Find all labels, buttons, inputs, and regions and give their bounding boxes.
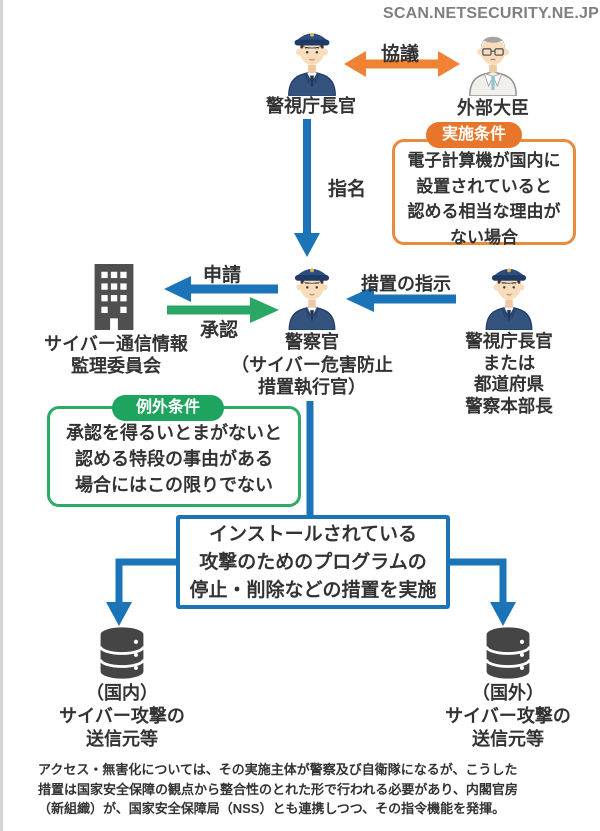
building-icon: [90, 264, 138, 330]
minister-label: 外部大臣: [457, 97, 529, 119]
police-officer-text: 措置執行官）: [257, 377, 366, 397]
police-officer-icon: [281, 22, 343, 96]
condition-box: 電子計算機が国内に 設置されていると 認める相当な理由が ない場合: [392, 139, 576, 247]
instruct-arrow: [346, 286, 456, 312]
exception-line: 承認を得るいとまがないと: [66, 423, 282, 443]
condition-line: ない場合: [450, 227, 518, 247]
prefectural-chief-text: 都道府県: [474, 374, 544, 394]
action-line: 攻撃のためのプログラムの: [199, 552, 427, 573]
oversight-commission-text: サイバー通信情報: [44, 334, 188, 354]
approve-arrow: [167, 297, 279, 323]
domestic-target-label: （国内） サイバー攻撃の 送信元等: [59, 682, 185, 751]
condition-badge: 実施条件: [425, 122, 523, 148]
oversight-commission-label: サイバー通信情報 監理委員会: [44, 333, 188, 377]
minister-icon: [462, 22, 524, 96]
domestic-target-text: 送信元等: [85, 729, 158, 749]
approve-arrow-label: 承認: [200, 320, 239, 341]
npa-chief-top-text: 警視庁長官: [266, 96, 356, 116]
apply-arrow-label: 申請: [203, 265, 242, 286]
action-to-domestic-connector: [106, 558, 180, 626]
prefectural-chief-label: 警視庁長官 または 都道府県 警察本部長: [465, 331, 553, 417]
foreign-target-text: サイバー攻撃の: [445, 706, 571, 726]
prefectural-chief-text: または: [482, 352, 536, 373]
domestic-target-text: サイバー攻撃の: [59, 706, 185, 726]
police-officer-text: 警察官: [284, 332, 339, 352]
condition-line: 認める相当な理由が: [407, 202, 561, 221]
exception-box: 承認を得るいとまがないと 認める特段の事由がある 場合にはこの限りでない: [47, 406, 301, 507]
footnote-line: （新組織）が、国家安全保障局（NSS）とも連携しつつ、その指令機能を発揮。: [38, 801, 506, 816]
footnote-line: 措置は国家安全保障の観点から整合性のとれた形で行われる必要があり、内閣官房: [38, 781, 518, 797]
exception-line: 場合にはこの限りでない: [75, 475, 273, 495]
minister-text: 外部大臣: [457, 98, 529, 118]
condition-line: 電子計算機が国内に: [407, 151, 561, 170]
consult-arrow: [344, 51, 460, 77]
consult-arrow-label: 協議: [381, 44, 420, 65]
oversight-commission-text: 監理委員会: [70, 356, 161, 376]
database-icon: [482, 626, 534, 680]
police-officer-icon: [478, 258, 540, 330]
apply-arrow: [164, 276, 278, 302]
action-to-foreign-connector: [446, 558, 516, 626]
footnote-line: アクセス・無害化については、その実施主体が警察及び自衛隊になるが、こうした: [38, 762, 518, 777]
database-icon: [96, 626, 148, 680]
npa-chief-top-label: 警視庁長官: [266, 95, 356, 117]
exception-badge: 例外条件: [111, 395, 225, 421]
foreign-target-text: （国外）: [471, 683, 544, 703]
designate-arrow: [294, 119, 320, 257]
police-officer-text: （サイバー危害防止: [231, 354, 393, 375]
condition-line: 設置されていると: [416, 176, 552, 196]
foreign-target-text: 送信元等: [471, 729, 544, 749]
police-officer-icon: [281, 258, 343, 330]
action-line: インストールされている: [208, 524, 418, 545]
designate-arrow-label: 指名: [328, 179, 367, 200]
foreign-target-label: （国外） サイバー攻撃の 送信元等: [445, 682, 571, 751]
action-box: インストールされている 攻撃のためのプログラムの 停止・削除などの措置を実施: [176, 515, 450, 609]
prefectural-chief-text: 警察本部長: [465, 395, 553, 416]
domestic-target-text: （国内）: [85, 683, 158, 703]
prefectural-chief-text: 警視庁長官: [465, 331, 553, 351]
site-watermark: SCAN.NETSECURITY.NE.JP: [383, 5, 599, 22]
police-officer-label: 警察官 （サイバー危害防止 措置執行官）: [231, 331, 393, 399]
footnote: アクセス・無害化については、その実施主体が警察及び自衛隊になるが、こうした 措置…: [38, 760, 570, 819]
action-line: 停止・削除などの措置を実施: [189, 580, 437, 601]
exception-line: 認める特段の事由がある: [75, 449, 273, 469]
instruct-arrow-label: 措置の指示: [361, 274, 451, 294]
left-edge-strip: [0, 0, 3, 831]
